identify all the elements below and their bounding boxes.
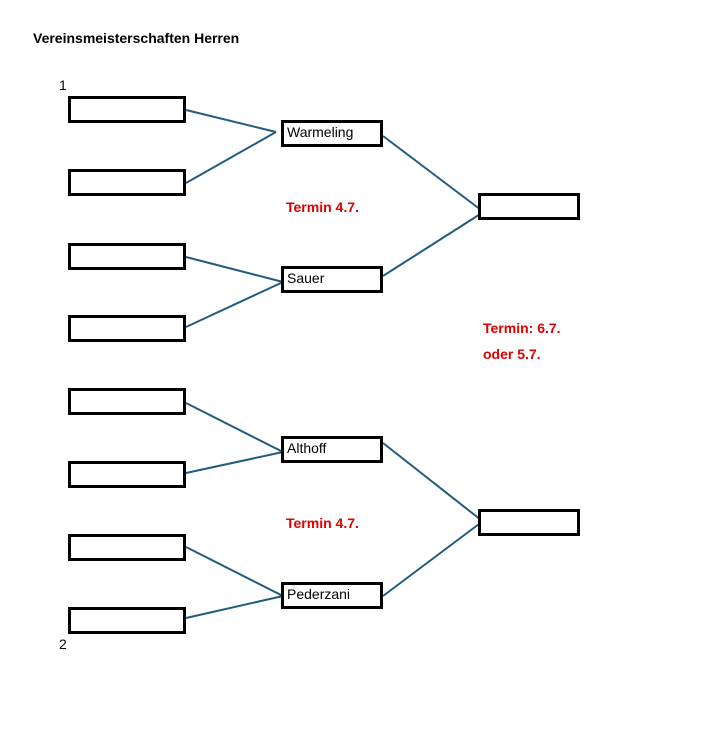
round1-slot-8 — [68, 607, 186, 634]
connector-line — [185, 281, 284, 328]
round2-slot-1: Warmeling — [281, 120, 383, 147]
round1-slot-1 — [68, 96, 186, 123]
round2-slot-3: Althoff — [281, 436, 383, 463]
connector-line — [185, 546, 284, 597]
connector-line — [185, 256, 284, 283]
round1-slot-3 — [68, 243, 186, 270]
round3-slot-2 — [478, 509, 580, 536]
round2-date-note-bottom: Termin 4.7. — [286, 515, 359, 531]
connector-line — [185, 402, 284, 453]
round3-date-note-line2: oder 5.7. — [483, 346, 541, 362]
page-title: Vereinsmeisterschaften Herren — [33, 30, 240, 46]
connector-line — [382, 135, 486, 214]
round1-slot-7 — [68, 534, 186, 561]
round1-slot-4 — [68, 315, 186, 342]
round3-slot-1 — [478, 193, 580, 220]
connector-line — [382, 520, 484, 597]
round2-date-note-top: Termin 4.7. — [286, 199, 359, 215]
round1-slot-6 — [68, 461, 186, 488]
round3-date-note-line1: Termin: 6.7. — [483, 320, 561, 336]
connector-line — [382, 442, 482, 521]
round2-slot-2: Sauer — [281, 266, 383, 293]
connector-line — [185, 131, 277, 184]
connector-line — [185, 595, 284, 619]
connector-line — [185, 109, 277, 133]
round1-slot-5 — [68, 388, 186, 415]
seed-label-bottom: 2 — [59, 636, 67, 652]
seed-label-top: 1 — [59, 77, 67, 93]
round2-slot-4: Pederzani — [281, 582, 383, 609]
connector-line — [185, 451, 284, 474]
round1-slot-2 — [68, 169, 186, 196]
connector-line — [382, 210, 486, 277]
